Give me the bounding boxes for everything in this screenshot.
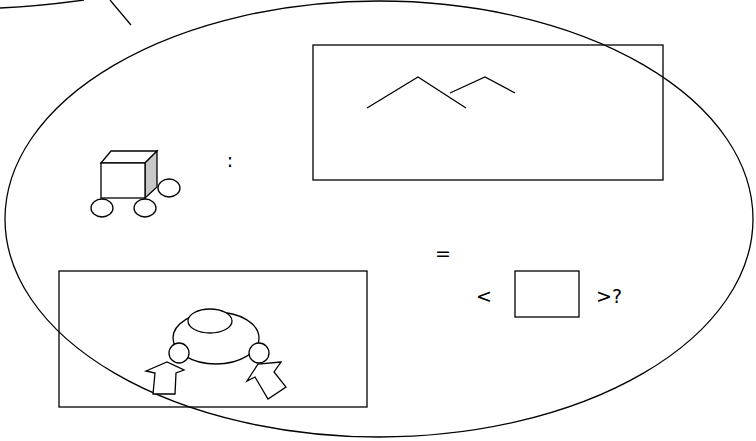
figure-icon <box>146 309 286 399</box>
zigzag-line <box>450 77 515 93</box>
symbol-label: = <box>435 244 451 263</box>
symbol-label: < <box>476 287 492 306</box>
outer-shape-edge <box>0 0 84 8</box>
picture-box <box>59 271 367 407</box>
blank-box <box>515 271 579 317</box>
symbol-label: >? <box>596 287 622 306</box>
leader-line <box>110 0 131 25</box>
outer-ellipse <box>5 1 753 437</box>
picture-box <box>313 45 663 180</box>
symbol-label: : <box>227 151 233 170</box>
cart-icon <box>91 151 180 217</box>
